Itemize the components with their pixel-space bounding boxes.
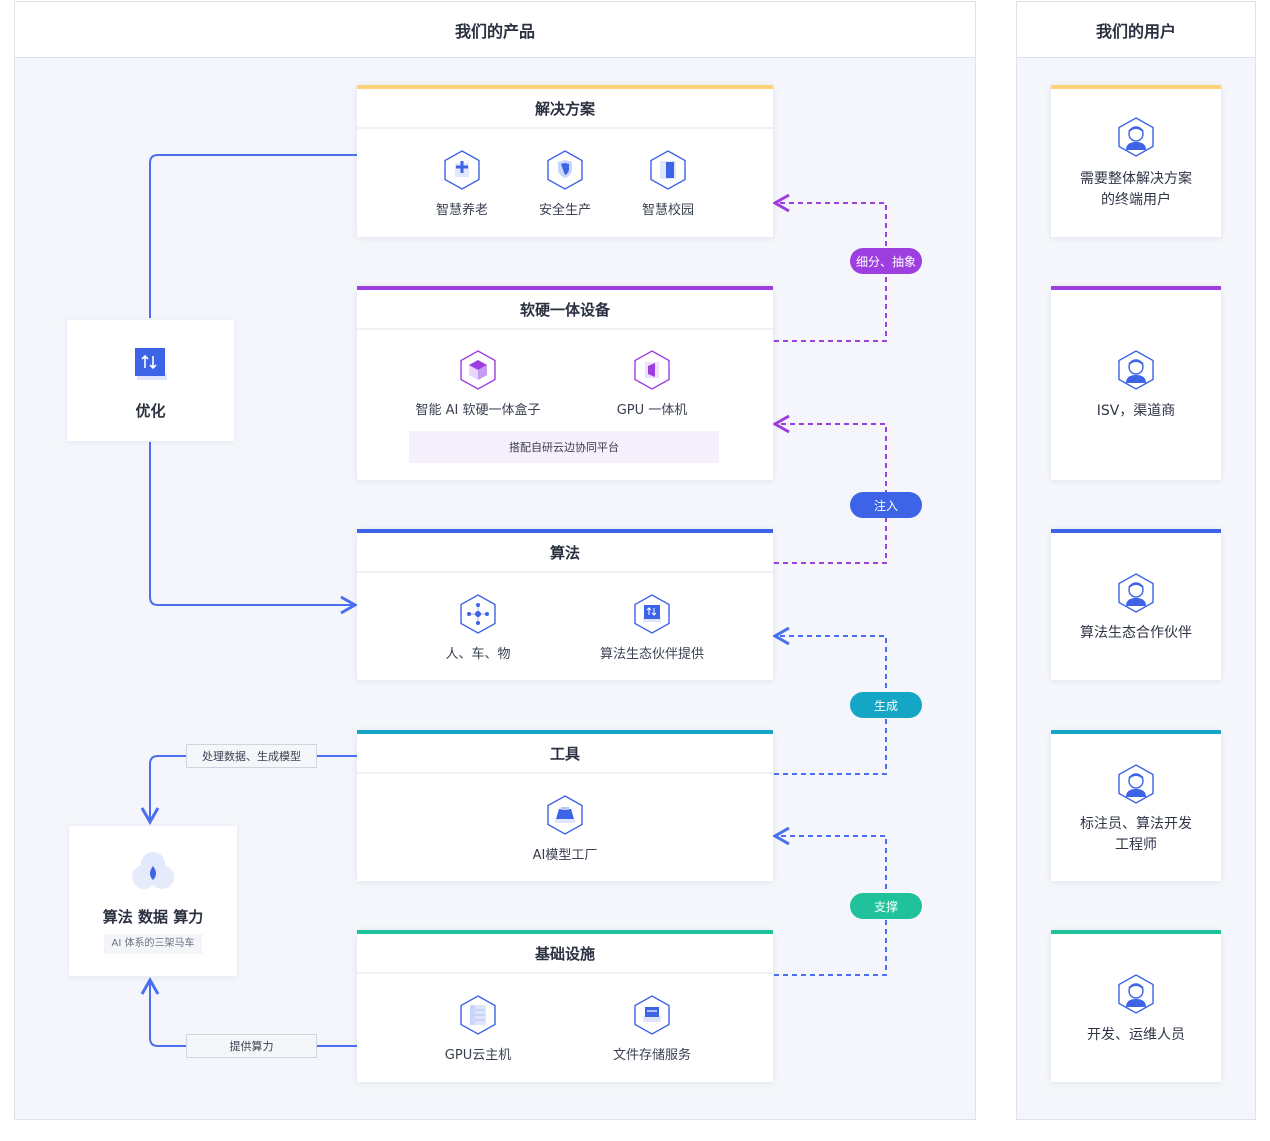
user-line-1: 开发、运维人员 — [1087, 1027, 1185, 1043]
user-card-isv: ISV，渠道商 — [1051, 286, 1221, 480]
venn-icon — [132, 852, 174, 889]
triad-box: 算法 数据 算力 AI 体系的三架马车 — [69, 826, 237, 976]
user-icon — [1118, 573, 1154, 613]
solution-item-label: 智慧校园 — [641, 203, 694, 218]
user-line-1: 需要整体解决方案 — [1080, 171, 1192, 187]
infra-title: 基础设施 — [357, 934, 773, 974]
user-line-2: 的终端用户 — [1101, 192, 1171, 208]
infra-item-gpu-host: GPU云主机 — [413, 994, 543, 1063]
cloud-edge-platform: 搭配自研云边协同平台 — [409, 431, 719, 463]
tools-bar — [357, 730, 773, 734]
solution-item-label: 智慧养老 — [435, 203, 488, 218]
device-item-aibox: 智能 AI 软硬一体盒子 — [413, 349, 543, 418]
algorithm-bar — [357, 529, 773, 533]
user-card-bar — [1051, 730, 1221, 734]
users-header: 我们的用户 — [1017, 2, 1255, 58]
user-card-annotators: 标注员、算法开发 工程师 — [1051, 730, 1221, 881]
products-header: 我们的产品 — [15, 2, 975, 58]
user-card-algorithm-partners: 算法生态合作伙伴 — [1051, 529, 1221, 680]
user-icon — [1118, 974, 1154, 1014]
optimize-label: 优化 — [135, 402, 166, 420]
provide-compute-tag: 提供算力 — [186, 1034, 317, 1058]
partner-icon — [634, 594, 670, 634]
optimize-box: 优化 — [67, 320, 234, 441]
shield-icon — [547, 150, 583, 190]
solution-item-safety: 安全生产 — [500, 149, 630, 218]
refine-pill: 细分、抽象 — [850, 248, 922, 274]
support-pill: 支撑 — [850, 893, 922, 919]
process-line — [140, 755, 357, 826]
user-icon — [1118, 117, 1154, 157]
generate-pill: 生成 — [850, 692, 922, 718]
tools-card: 工具 AI模型工厂 — [357, 730, 773, 881]
network-icon — [460, 594, 496, 634]
optimize-icon — [135, 348, 167, 380]
tools-item-factory: AI模型工厂 — [500, 794, 630, 863]
process-data-tag: 处理数据、生成模型 — [186, 744, 317, 768]
user-card-bar — [1051, 930, 1221, 934]
user-line-1: ISV，渠道商 — [1096, 403, 1176, 419]
solution-item-campus: 智慧校园 — [603, 149, 733, 218]
device-bar — [357, 286, 773, 290]
infra-bar — [357, 930, 773, 934]
cube-icon — [460, 350, 496, 390]
user-line-1: 算法生态合作伙伴 — [1080, 625, 1192, 641]
algorithm-title: 算法 — [357, 533, 773, 573]
algorithm-item-label: 算法生态伙伴提供 — [599, 647, 704, 662]
tools-title: 工具 — [357, 734, 773, 774]
solution-item-elderly: 智慧养老 — [397, 149, 527, 218]
user-line-2: 工程师 — [1115, 837, 1157, 853]
optimize-line-top — [149, 154, 357, 318]
factory-icon — [547, 795, 583, 835]
inject-pill: 注入 — [850, 492, 922, 518]
device-title: 软硬一体设备 — [357, 290, 773, 330]
optimize-line-bottom — [149, 442, 359, 615]
algorithm-card: 算法 人、车、物 算法生态伙伴提供 — [357, 529, 773, 680]
user-card-end-users: 需要整体解决方案 的终端用户 — [1051, 85, 1221, 237]
cross-icon — [444, 150, 480, 190]
solution-item-label: 安全生产 — [538, 203, 591, 218]
storage-icon — [634, 995, 670, 1035]
algorithm-item-objects: 人、车、物 — [413, 593, 543, 662]
infra-card: 基础设施 GPU云主机 文件存储服务 — [357, 930, 773, 1082]
triad-title: 算法 数据 算力 — [102, 908, 204, 926]
solution-title: 解决方案 — [357, 89, 773, 129]
triad-subtitle: AI 体系的三架马车 — [104, 934, 202, 954]
campus-icon — [650, 150, 686, 190]
user-card-devops: 开发、运维人员 — [1051, 930, 1221, 1082]
provide-line — [140, 976, 357, 1047]
infra-item-storage: 文件存储服务 — [587, 994, 717, 1063]
device-item-gpu: GPU 一体机 — [587, 349, 717, 418]
user-line-1: 标注员、算法开发 — [1080, 816, 1192, 832]
machine-icon — [634, 350, 670, 390]
user-icon — [1118, 764, 1154, 804]
server-icon — [460, 995, 496, 1035]
infra-item-label: GPU云主机 — [444, 1048, 512, 1063]
device-item-label: 智能 AI 软硬一体盒子 — [415, 403, 541, 418]
device-item-label: GPU 一体机 — [616, 403, 688, 418]
tools-item-label: AI模型工厂 — [532, 848, 598, 863]
user-card-bar — [1051, 286, 1221, 290]
device-card: 软硬一体设备 智能 AI 软硬一体盒子 GPU 一体机 搭配自研云边协同平台 — [357, 286, 773, 480]
user-card-bar — [1051, 85, 1221, 89]
algorithm-item-label: 人、车、物 — [445, 647, 511, 662]
solution-card: 解决方案 智慧养老 安全生产 智慧校园 — [357, 85, 773, 237]
infra-item-label: 文件存储服务 — [612, 1048, 691, 1063]
solution-bar — [357, 85, 773, 89]
user-icon — [1118, 350, 1154, 390]
algorithm-item-partners: 算法生态伙伴提供 — [587, 593, 717, 662]
user-card-bar — [1051, 529, 1221, 533]
